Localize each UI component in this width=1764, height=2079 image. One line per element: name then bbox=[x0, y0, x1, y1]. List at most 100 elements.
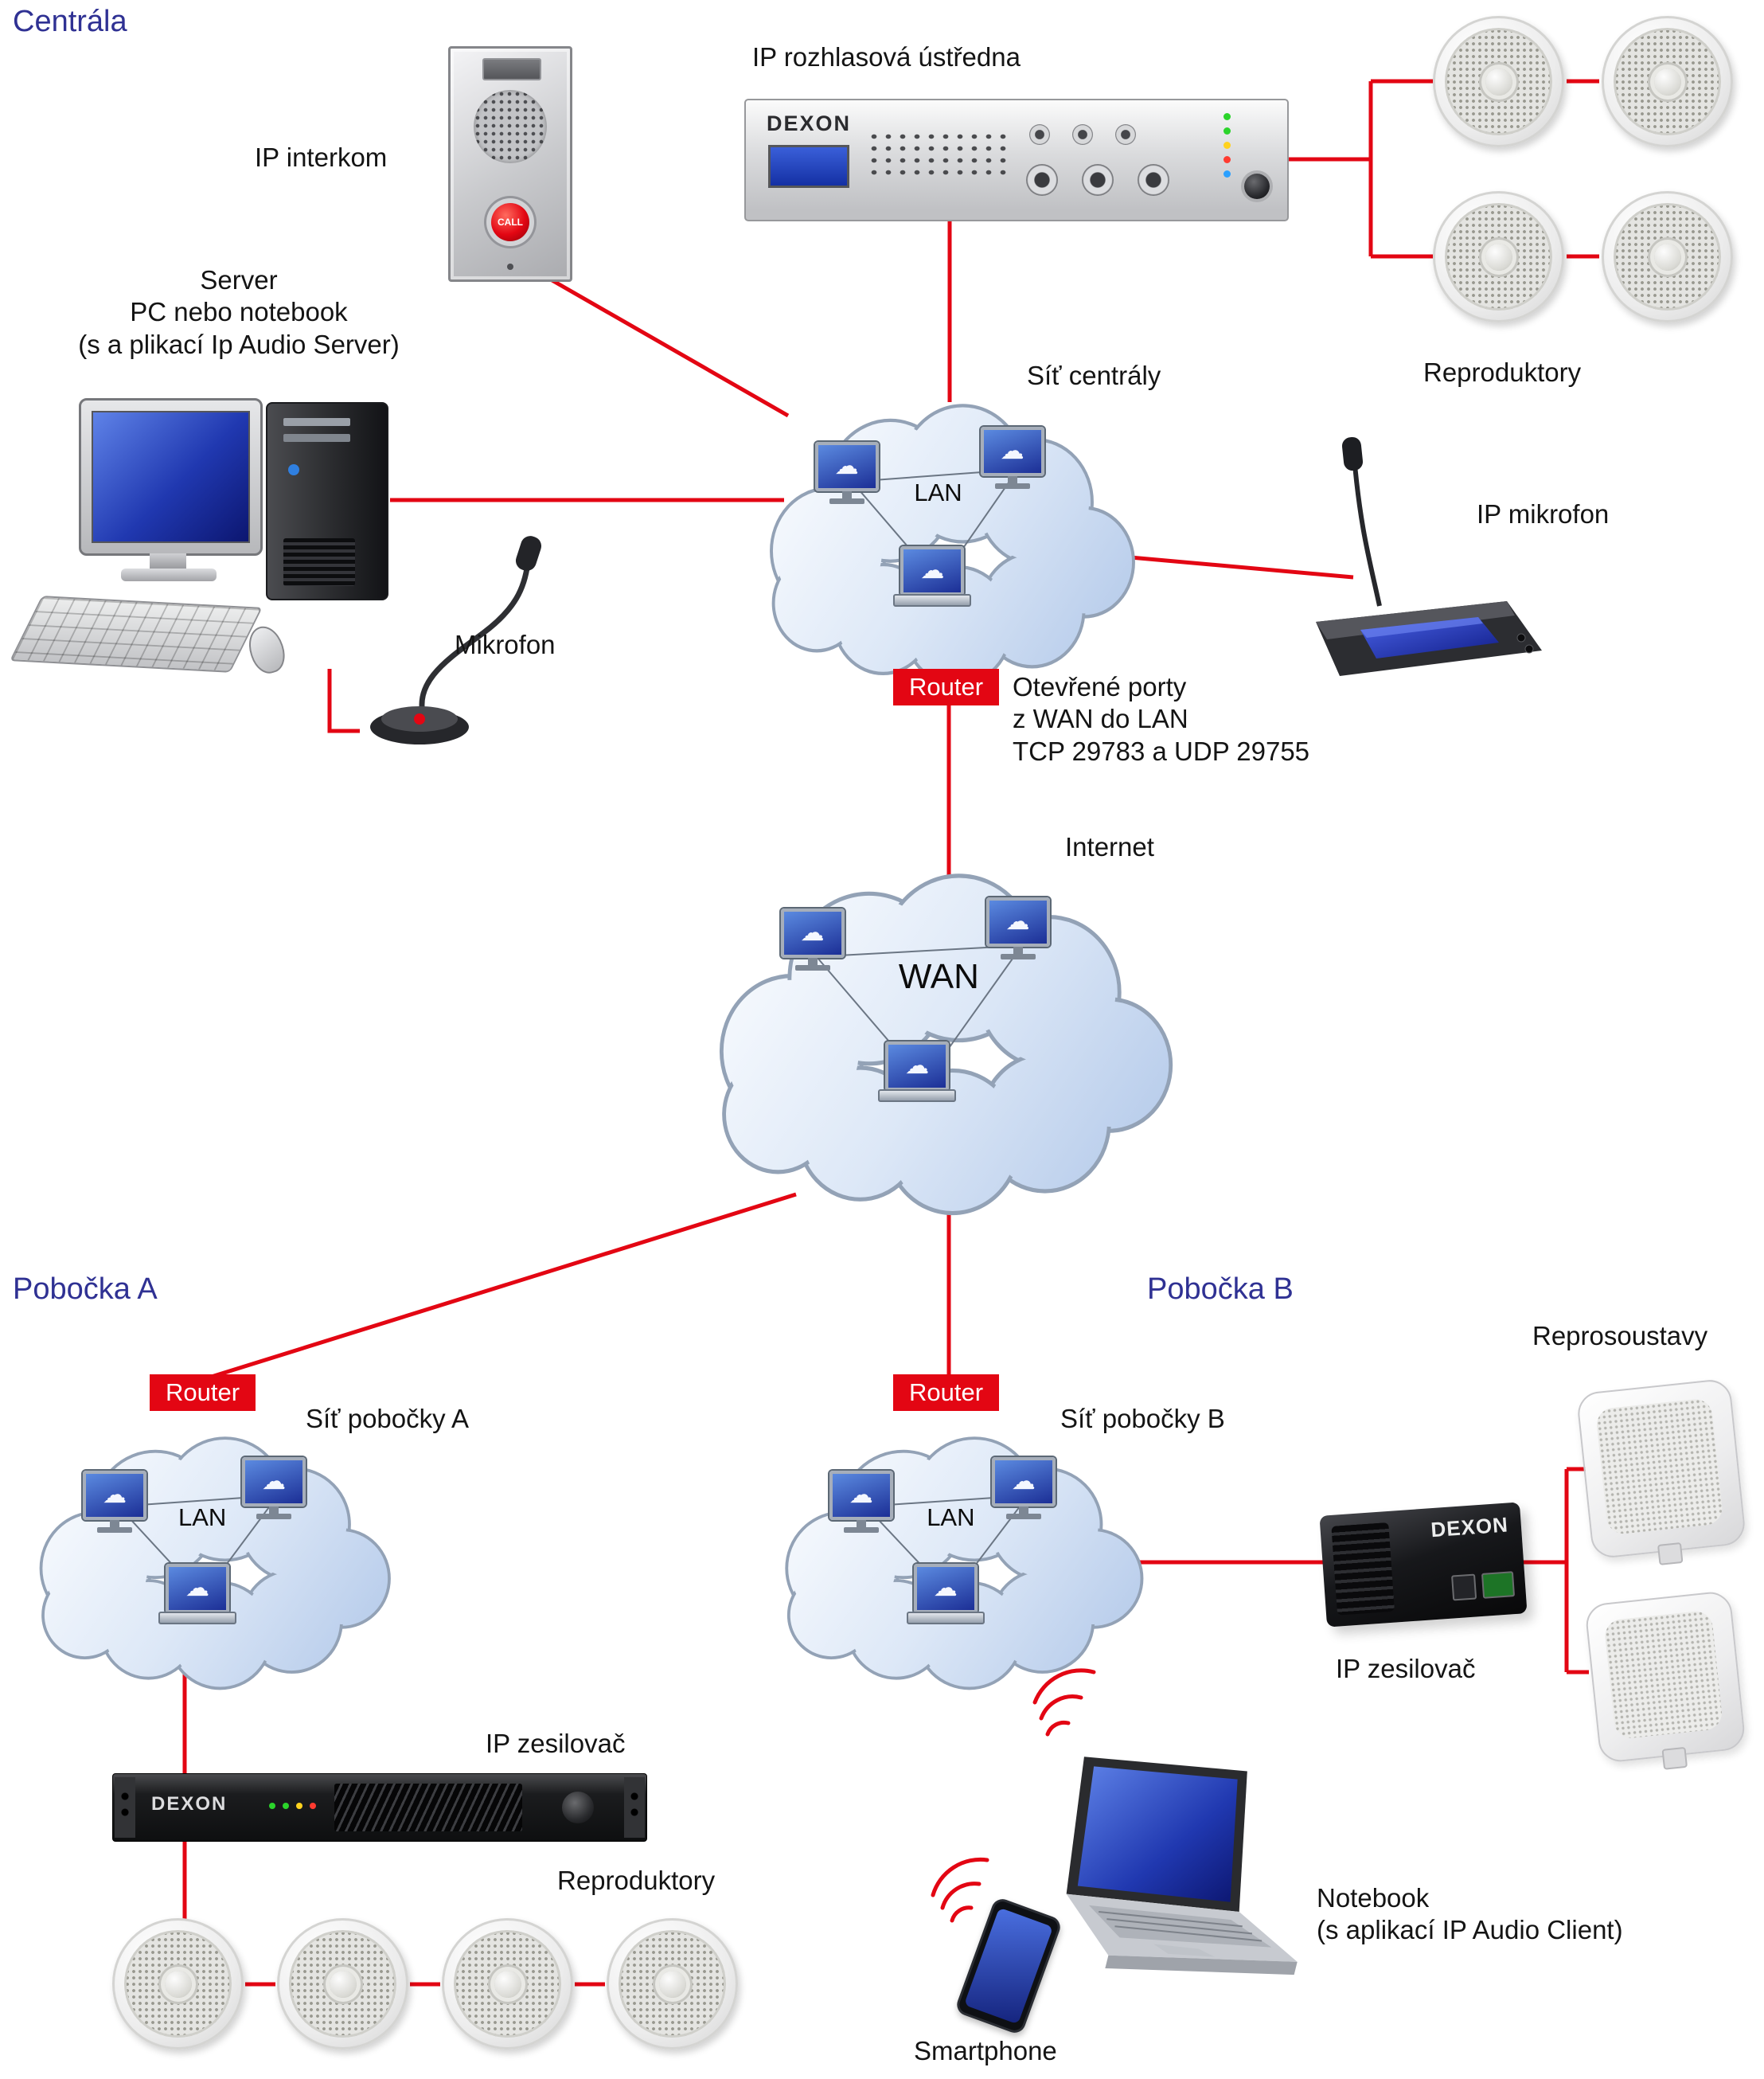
cloud-icon: ☁ bbox=[1005, 909, 1030, 936]
network-node-pc: ☁ bbox=[991, 1456, 1056, 1519]
heading-centrala: Centrála bbox=[13, 5, 127, 38]
label-reproduktory-bottom: Reproduktory bbox=[557, 1866, 716, 1895]
speaker-grille-icon bbox=[1603, 1609, 1724, 1740]
label-server-line1: Server bbox=[200, 265, 278, 295]
drive-bay bbox=[283, 434, 350, 442]
pc-tower bbox=[266, 402, 388, 600]
wall-speaker bbox=[1575, 1378, 1747, 1565]
label-mikrofon: Mikrofon bbox=[455, 630, 556, 659]
rack-ear bbox=[624, 1777, 645, 1838]
ceiling-speaker bbox=[607, 1918, 738, 2050]
cloud-icon: ☁ bbox=[849, 1482, 873, 1508]
tower-vents bbox=[283, 538, 355, 586]
label-porty-line2: z WAN do LAN bbox=[1013, 704, 1188, 734]
network-cloud-central: ☁ ☁ ☁ LAN bbox=[740, 381, 1154, 687]
network-node-pc: ☁ bbox=[814, 442, 879, 504]
label-notebook-line1: Notebook bbox=[1317, 1883, 1430, 1913]
brand-logo: DEXON bbox=[151, 1793, 228, 1815]
wall-speaker bbox=[1584, 1589, 1746, 1770]
ceiling-speaker bbox=[277, 1918, 408, 2050]
amp-lcd-display bbox=[768, 145, 849, 188]
cloud-icon: ☁ bbox=[1000, 437, 1024, 464]
gooseneck-microphone-device bbox=[356, 522, 571, 748]
network-node-pc: ☁ bbox=[242, 1456, 306, 1519]
lan-label: LAN bbox=[914, 479, 962, 507]
cloud-icon: ☁ bbox=[800, 920, 825, 947]
ceiling-speaker bbox=[1602, 191, 1733, 322]
cloud-icon: ☁ bbox=[185, 1575, 209, 1602]
network-node-pc: ☁ bbox=[83, 1471, 146, 1533]
cloud-icon: ☁ bbox=[905, 1053, 930, 1080]
amp-knob-treble bbox=[1082, 164, 1114, 196]
rack-amplifier-device: DEXON bbox=[112, 1773, 647, 1842]
label-porty-line3: TCP 29783 a UDP 29755 bbox=[1013, 736, 1310, 766]
router-badge-b: Router bbox=[893, 1374, 1000, 1411]
heading-pobocka-b: Pobočka B bbox=[1147, 1272, 1294, 1306]
ceiling-speaker bbox=[1433, 16, 1564, 147]
speaker-bracket bbox=[1661, 1746, 1688, 1770]
cloud-icon: ☁ bbox=[933, 1575, 958, 1602]
cloud-icon: ☁ bbox=[262, 1467, 286, 1495]
intercom-mic-hole bbox=[507, 264, 513, 270]
network-cloud-internet: ☁ ☁ ☁ WAN bbox=[683, 846, 1196, 1216]
label-ip-ustredna: IP rozhlasová ústředna bbox=[752, 42, 1021, 72]
ceiling-speaker bbox=[1433, 191, 1564, 322]
brand-logo: DEXON bbox=[767, 111, 852, 135]
amp-knob bbox=[1029, 124, 1050, 145]
cloud-icon: ☁ bbox=[1011, 1467, 1036, 1495]
amp-knob bbox=[1115, 124, 1136, 145]
router-badge-central: Router bbox=[893, 669, 1000, 705]
pc-screen bbox=[92, 411, 250, 543]
call-button: CALL bbox=[491, 203, 529, 241]
pa-amplifier-device: DEXON bbox=[744, 99, 1289, 221]
network-node-laptop: ☁ bbox=[158, 1564, 236, 1625]
label-open-ports: Otevřené porty z WAN do LAN TCP 29783 a … bbox=[1013, 671, 1309, 768]
monitor-base bbox=[121, 569, 217, 581]
pc-keyboard bbox=[10, 596, 263, 673]
ceiling-speaker bbox=[1602, 16, 1733, 147]
network-node-pc: ☁ bbox=[985, 897, 1050, 960]
label-notebook: Notebook (s aplikací IP Audio Client) bbox=[1317, 1882, 1623, 1947]
notebook-device bbox=[1031, 1744, 1313, 2026]
ceiling-speaker bbox=[112, 1918, 244, 2050]
network-cloud-branch-a: ☁ ☁ ☁ LAN bbox=[11, 1416, 409, 1690]
label-notebook-line2: (s aplikací IP Audio Client) bbox=[1317, 1915, 1623, 1945]
label-server-line3: (s a plikací Ip Audio Server) bbox=[78, 329, 400, 359]
tower-power-led bbox=[288, 464, 299, 475]
speaker-bracket bbox=[1657, 1542, 1684, 1565]
network-node-laptop: ☁ bbox=[906, 1564, 985, 1625]
cloud-icon: ☁ bbox=[103, 1482, 127, 1508]
rack-ear bbox=[115, 1777, 135, 1838]
intercom-nameplate bbox=[482, 58, 541, 80]
lan-label: LAN bbox=[927, 1503, 975, 1532]
network-node-laptop: ☁ bbox=[893, 545, 972, 607]
label-ip-interkom: IP interkom bbox=[255, 143, 388, 172]
label-sit-pobocky-a: Síť pobočky A bbox=[306, 1404, 469, 1433]
network-node-pc: ☁ bbox=[980, 426, 1044, 489]
wan-label: WAN bbox=[898, 956, 979, 996]
label-sit-centraly: Síť centrály bbox=[1027, 361, 1161, 390]
label-server-line2: PC nebo notebook bbox=[130, 297, 348, 327]
label-internet: Internet bbox=[1065, 832, 1154, 862]
amp-status-leds bbox=[1223, 113, 1231, 178]
cloud-icon: ☁ bbox=[834, 453, 859, 479]
amp-knob-volume bbox=[1138, 164, 1169, 196]
brand-logo: DEXON bbox=[1430, 1512, 1509, 1542]
ip-microphone-device bbox=[1294, 434, 1564, 681]
intercom-speaker-grille-icon bbox=[474, 90, 547, 163]
amp-knob-bass bbox=[1026, 164, 1058, 196]
network-node-pc: ☁ bbox=[829, 1471, 893, 1533]
amp-knob bbox=[1072, 124, 1093, 145]
label-ip-zesilovac-a: IP zesilovač bbox=[486, 1729, 626, 1758]
vent-grille bbox=[334, 1784, 522, 1831]
amp-buttons-cluster bbox=[867, 131, 1009, 182]
heatsink-ridges bbox=[1331, 1522, 1395, 1616]
monitor-stand bbox=[150, 553, 186, 569]
ceiling-speaker bbox=[442, 1918, 573, 2050]
label-smartphone: Smartphone bbox=[914, 2036, 1057, 2065]
network-cloud-branch-b: ☁ ☁ ☁ LAN bbox=[756, 1416, 1162, 1690]
heading-pobocka-a: Pobočka A bbox=[13, 1272, 158, 1306]
power-button bbox=[1244, 174, 1270, 199]
speaker-grille-icon bbox=[1594, 1397, 1724, 1536]
